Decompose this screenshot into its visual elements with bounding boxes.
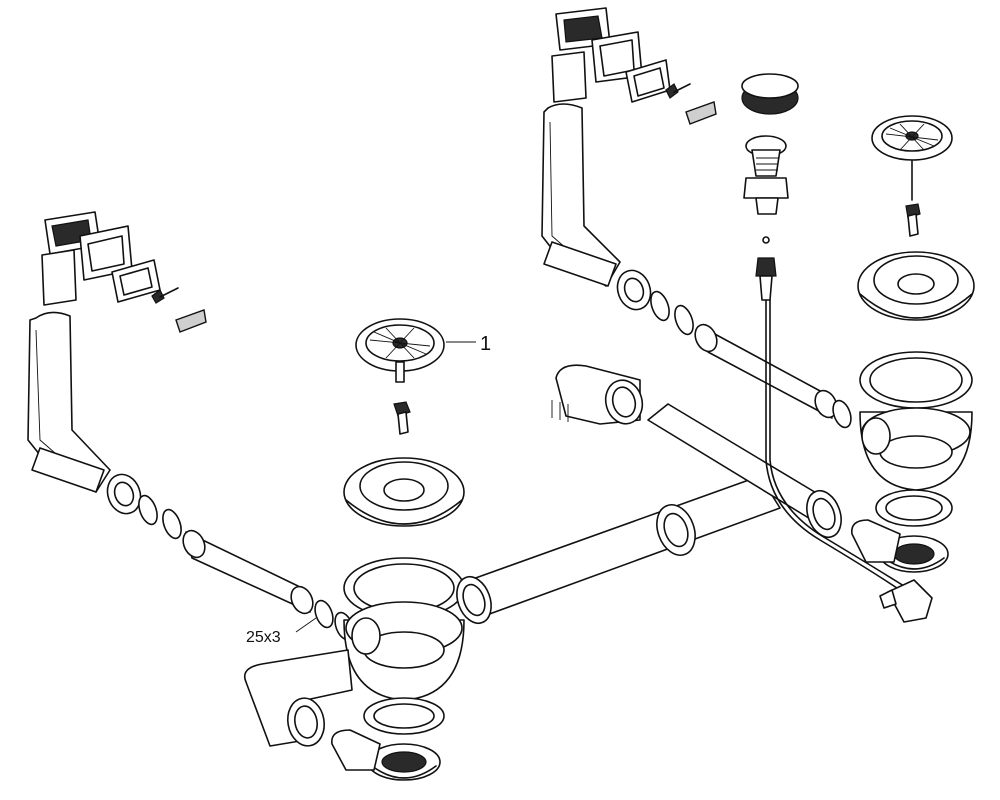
bottom-bend-pipe: [331, 729, 381, 771]
right-sink-flange: [857, 251, 975, 321]
left-washer-1: [138, 494, 158, 526]
dimension-label: 25x3: [246, 629, 281, 646]
right-overflow-cover: [685, 101, 717, 125]
right-washer-2: [674, 304, 694, 336]
right-overflow-screw: [665, 83, 691, 99]
popup-cable: [765, 299, 901, 591]
right-drain-body: [859, 351, 973, 491]
left-overflow-hose-end: [31, 447, 105, 493]
center-bolt: [393, 401, 411, 435]
popup-plug: [743, 135, 789, 215]
center-drain-body: [343, 557, 465, 701]
left-overflow-nut: [106, 473, 142, 515]
dimension-callout: 25x3: [246, 617, 317, 646]
right-overflow-nut: [616, 269, 652, 311]
part-1-label: 1: [480, 333, 491, 355]
left-washer-2: [162, 508, 182, 540]
popup-cap: [741, 73, 799, 115]
right-bend-pipe: [851, 519, 901, 563]
strainer-basket-1: [355, 318, 445, 383]
right-bolt: [905, 203, 921, 237]
center-sink-flange: [343, 457, 465, 527]
cable-pin: [762, 236, 770, 244]
left-connector-pipe: [182, 529, 314, 615]
left-overflow-cover: [175, 309, 207, 333]
center-gasket-inner: [373, 703, 435, 729]
elbow-fitting: [551, 364, 644, 425]
main-horizontal-pipe: [456, 475, 781, 625]
left-bend-pipe: [243, 649, 353, 747]
t-pipe-vertical: [647, 403, 842, 539]
right-seal-ring: [832, 399, 852, 429]
cable-end-fitting: [879, 579, 933, 623]
left-overflow-assembly: [27, 211, 354, 641]
right-strainer-basket: [871, 115, 953, 201]
right-gasket-inner: [885, 495, 943, 521]
popup-cable-inner: [769, 299, 905, 587]
pipe-coupling: [656, 504, 696, 556]
part-1-callout: 1: [446, 333, 491, 355]
left-overflow-screw: [151, 287, 179, 304]
right-washer-1: [650, 290, 670, 322]
left-seal-ring: [314, 599, 334, 629]
center-nut: [367, 743, 441, 781]
cable-connector: [755, 257, 777, 301]
